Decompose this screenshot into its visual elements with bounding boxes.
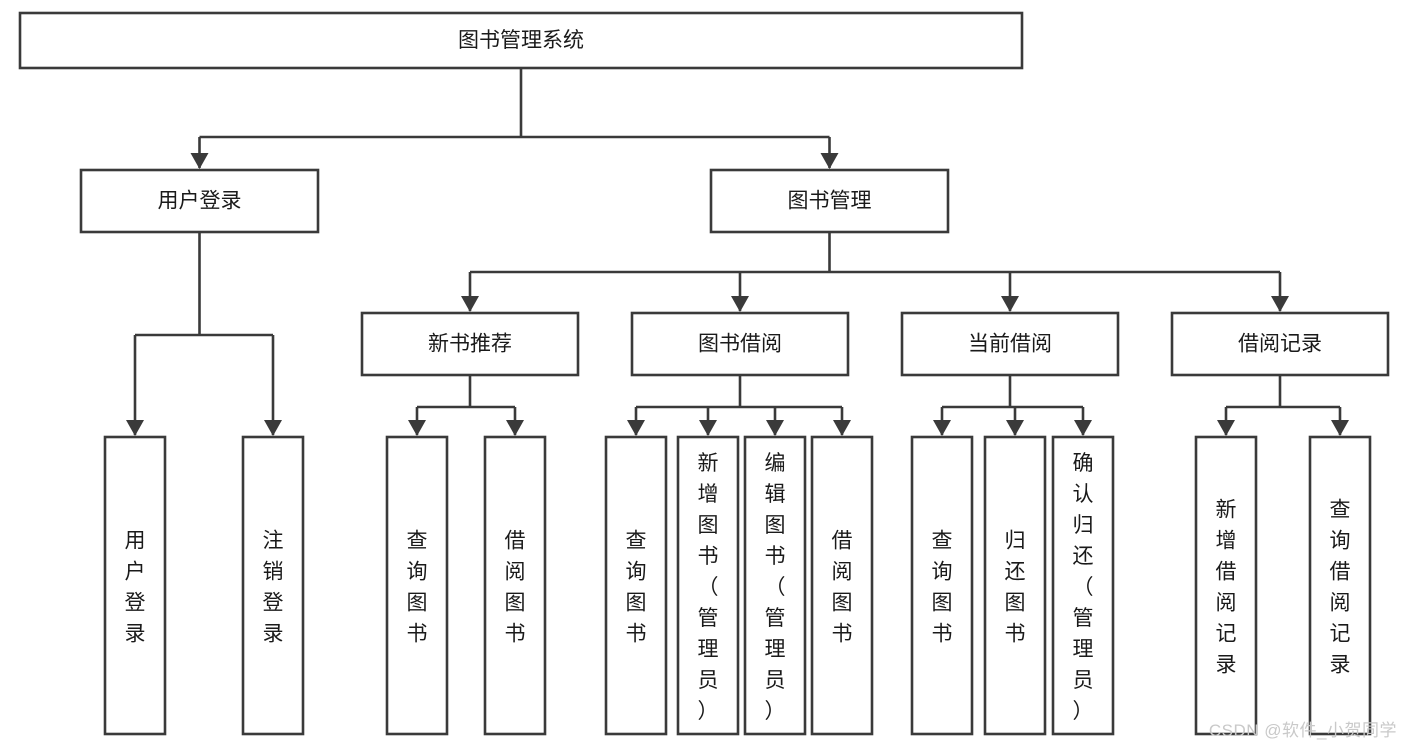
node-label: 图书管理 [788, 190, 872, 213]
node-label: 查询图书 [407, 530, 428, 646]
arrow-head-icon [699, 420, 717, 436]
node-box-rect [810, 435, 874, 736]
node-book-borrow[interactable]: 图书借阅 [630, 311, 850, 377]
node-label: 图书管理系统 [458, 29, 584, 52]
node-cb-query-book[interactable]: 查询图书 [910, 435, 974, 736]
node-label: 借阅记录 [1238, 333, 1322, 356]
node-box-rect [743, 435, 807, 736]
node-label: 借阅图书 [505, 530, 526, 646]
edges-layer [126, 68, 1349, 436]
node-label: 当前借阅 [968, 333, 1052, 356]
node-box-rect [709, 168, 950, 234]
node-nbr-borrow-book[interactable]: 借阅图书 [483, 435, 547, 736]
node-box-rect [983, 435, 1047, 736]
node-label: 用户登录 [158, 190, 242, 213]
node-box-rect [79, 168, 320, 234]
node-label: 编辑图书（管理员） [765, 452, 786, 723]
node-label: 新增图书（管理员） [698, 452, 719, 723]
node-box-rect [1170, 311, 1390, 377]
node-book-admin[interactable]: 图书管理 [709, 168, 950, 234]
node-label: 归还图书 [1005, 530, 1026, 646]
node-label: 注销登录 [263, 530, 284, 646]
node-user-login[interactable]: 用户登录 [79, 168, 320, 234]
node-box-rect [241, 435, 305, 736]
arrow-head-icon [264, 420, 282, 436]
arrow-head-icon [731, 296, 749, 312]
csdn-watermark: CSDN @软件_小贺同学 [1208, 721, 1397, 740]
node-box-rect [385, 435, 449, 736]
node-bb-edit-book[interactable]: 编辑图书（管理员） [743, 435, 807, 736]
node-bb-query-book[interactable]: 查询图书 [604, 435, 668, 736]
node-nbr-query-book[interactable]: 查询图书 [385, 435, 449, 736]
node-br-add-record[interactable]: 新增借阅记录 [1194, 435, 1258, 736]
node-label: 查询图书 [626, 530, 647, 646]
arrow-head-icon [1331, 420, 1349, 436]
arrow-head-icon [1006, 420, 1024, 436]
arrow-head-icon [933, 420, 951, 436]
node-label: 新书推荐 [428, 333, 512, 356]
arrow-head-icon [408, 420, 426, 436]
arrow-head-icon [627, 420, 645, 436]
arrow-head-icon [1271, 296, 1289, 312]
arrow-head-icon [461, 296, 479, 312]
node-box-rect [910, 435, 974, 736]
arrow-head-icon [190, 153, 209, 169]
node-bb-borrow-book[interactable]: 借阅图书 [810, 435, 874, 736]
node-label: 用户登录 [125, 530, 146, 646]
arrow-head-icon [833, 420, 851, 436]
node-box-rect [630, 311, 850, 377]
node-box-rect [103, 435, 167, 736]
node-root[interactable]: 图书管理系统 [18, 11, 1024, 70]
node-label: 借阅图书 [832, 530, 853, 646]
arrow-head-icon [820, 153, 839, 169]
node-user-login-do[interactable]: 用户登录 [103, 435, 167, 736]
nodes-layer: 图书管理系统用户登录用户登录注销登录图书管理新书推荐查询图书借阅图书图书借阅查询… [18, 11, 1390, 736]
node-box-rect [676, 435, 740, 736]
node-label: 查询图书 [932, 530, 953, 646]
node-box-rect [1194, 435, 1258, 736]
node-box-rect [604, 435, 668, 736]
node-current-borrow[interactable]: 当前借阅 [900, 311, 1120, 377]
node-box-rect [900, 311, 1120, 377]
arrow-head-icon [1074, 420, 1092, 436]
node-br-query-record[interactable]: 查询借阅记录 [1308, 435, 1372, 736]
arrow-head-icon [1001, 296, 1019, 312]
node-label: 新增借阅记录 [1216, 499, 1237, 677]
node-cb-return-book[interactable]: 归还图书 [983, 435, 1047, 736]
node-box-rect [1308, 435, 1372, 736]
node-label: 图书借阅 [698, 333, 782, 356]
arrow-head-icon [506, 420, 524, 436]
arrow-head-icon [126, 420, 144, 436]
node-box-rect [1051, 435, 1115, 736]
node-borrow-records[interactable]: 借阅记录 [1170, 311, 1390, 377]
node-cb-confirm-return[interactable]: 确认归还（管理员） [1051, 435, 1115, 736]
node-label: 查询借阅记录 [1330, 499, 1351, 677]
node-bb-add-book[interactable]: 新增图书（管理员） [676, 435, 740, 736]
node-box-rect [483, 435, 547, 736]
node-new-book-rec[interactable]: 新书推荐 [360, 311, 580, 377]
node-user-logout[interactable]: 注销登录 [241, 435, 305, 736]
node-box-rect [18, 11, 1024, 70]
arrow-head-icon [766, 420, 784, 436]
arrow-head-icon [1217, 420, 1235, 436]
node-label: 确认归还（管理员） [1073, 452, 1094, 723]
node-box-rect [360, 311, 580, 377]
